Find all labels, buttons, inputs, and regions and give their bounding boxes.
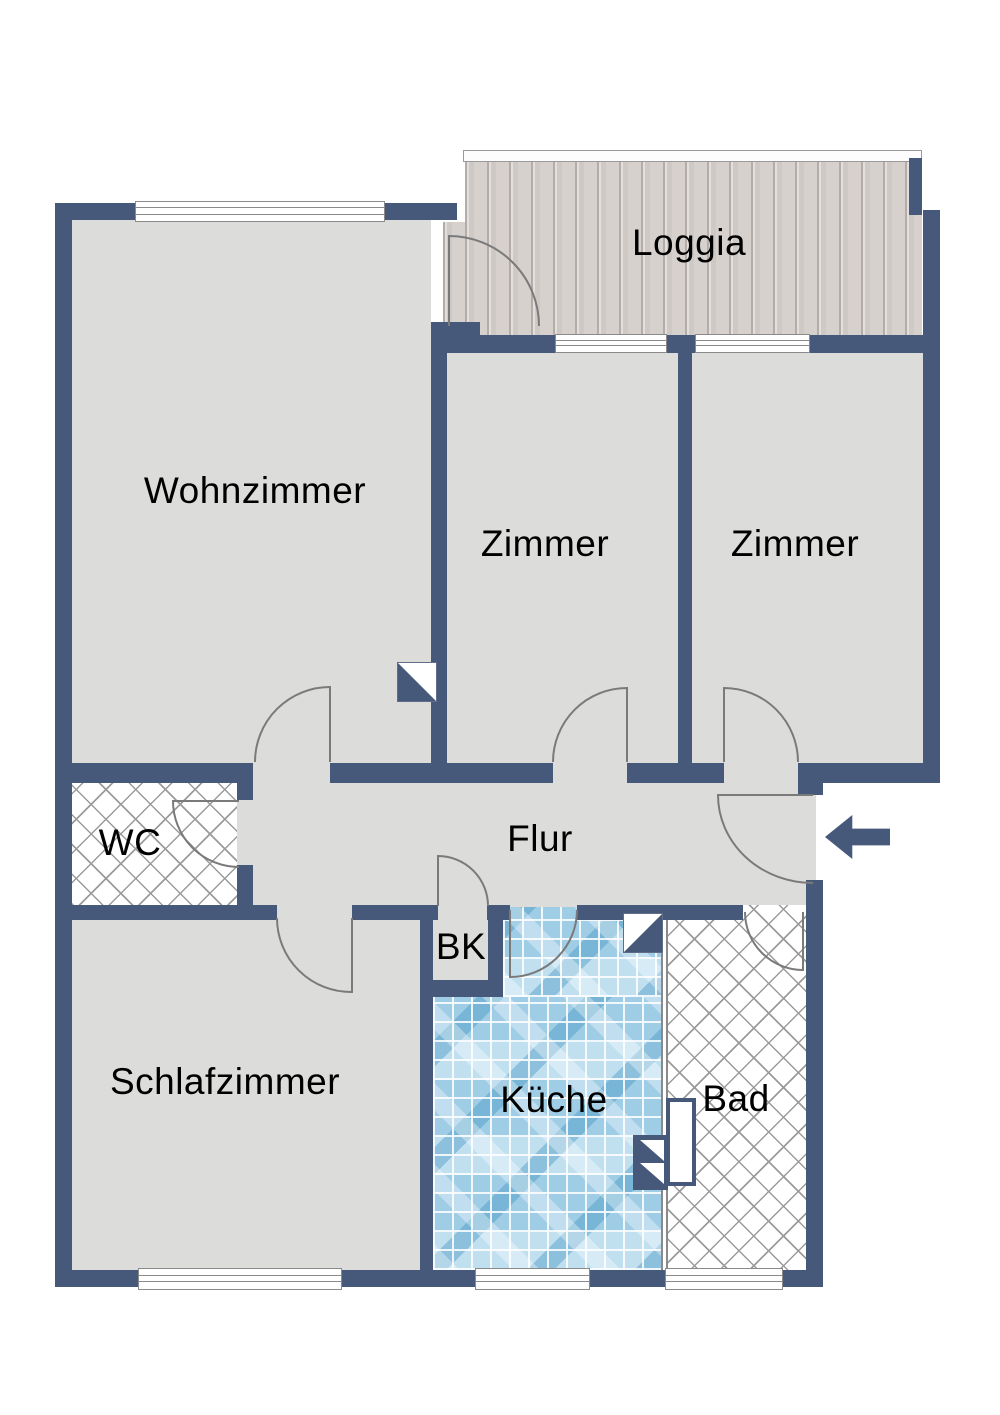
wall-right-top-outer bbox=[923, 210, 940, 783]
room-zimmer-2 bbox=[692, 352, 923, 783]
window-bad bbox=[665, 1268, 783, 1290]
room-wohnzimmer bbox=[72, 220, 431, 783]
shaft-triangle-icon bbox=[624, 914, 662, 952]
room-label-zimmer-2: Zimmer bbox=[730, 523, 860, 564]
wall-flur-south-2 bbox=[352, 905, 438, 920]
wall-schlafzimmer-kueche bbox=[420, 905, 433, 1270]
wall-under-loggia-c bbox=[808, 335, 923, 353]
shaft-triangle-icon bbox=[398, 663, 436, 701]
loggia-pillar bbox=[909, 158, 922, 215]
room-label-schlafzimmer: Schlafzimmer bbox=[109, 1061, 341, 1102]
wall-flur-south-1 bbox=[55, 905, 277, 920]
wall-wohnzimmer-zimmer1 bbox=[431, 335, 447, 763]
room-label-flur: Flur bbox=[507, 818, 573, 859]
window-schlafzimmer bbox=[138, 1268, 342, 1290]
window-zimmer-2 bbox=[695, 334, 810, 353]
shaft-access-panel bbox=[666, 1098, 696, 1186]
wall-flur-north-3 bbox=[627, 763, 724, 783]
wall-flur-north-2 bbox=[330, 763, 553, 783]
room-label-wc: WC bbox=[98, 822, 162, 863]
wall-left-outer bbox=[55, 203, 72, 1287]
room-kueche-mosaic-lower bbox=[433, 997, 661, 1270]
shaft-symbol-wohnzimmer bbox=[397, 662, 437, 702]
window-zimmer-1 bbox=[555, 334, 667, 353]
window-kueche bbox=[475, 1268, 590, 1290]
room-label-bad: Bad bbox=[702, 1078, 770, 1119]
room-label-loggia: Loggia bbox=[631, 222, 747, 263]
room-schlafzimmer bbox=[72, 905, 420, 1270]
wall-bk-south bbox=[420, 980, 503, 997]
wall-flur-north-1 bbox=[55, 763, 253, 783]
loggia-wood-door-patch bbox=[443, 222, 467, 335]
loggia-railing bbox=[463, 150, 922, 162]
wall-wc-east-upper bbox=[237, 763, 253, 800]
room-zimmer-1 bbox=[447, 352, 678, 783]
room-label-bk: BK bbox=[435, 926, 487, 967]
wall-flur-south-4 bbox=[577, 905, 743, 920]
loggia-wood-floor bbox=[465, 162, 922, 335]
entrance-arrow-left-icon bbox=[825, 815, 890, 859]
wall-flur-north-4 bbox=[798, 763, 940, 783]
kueche-bad-divider bbox=[661, 915, 668, 1270]
window-wohnzimmer bbox=[135, 201, 385, 222]
shaft-symbol-kueche bbox=[623, 913, 663, 953]
room-label-wohnzimmer: Wohnzimmer bbox=[143, 470, 367, 511]
room-label-zimmer-1: Zimmer bbox=[480, 523, 610, 564]
wall-bk-east bbox=[488, 905, 503, 997]
room-bk bbox=[433, 905, 488, 980]
wall-right-bottom-outer bbox=[806, 880, 823, 1287]
wall-entry-stub bbox=[798, 783, 823, 795]
wall-zimmer1-zimmer2 bbox=[678, 335, 692, 763]
room-label-kueche: Küche bbox=[500, 1079, 608, 1120]
